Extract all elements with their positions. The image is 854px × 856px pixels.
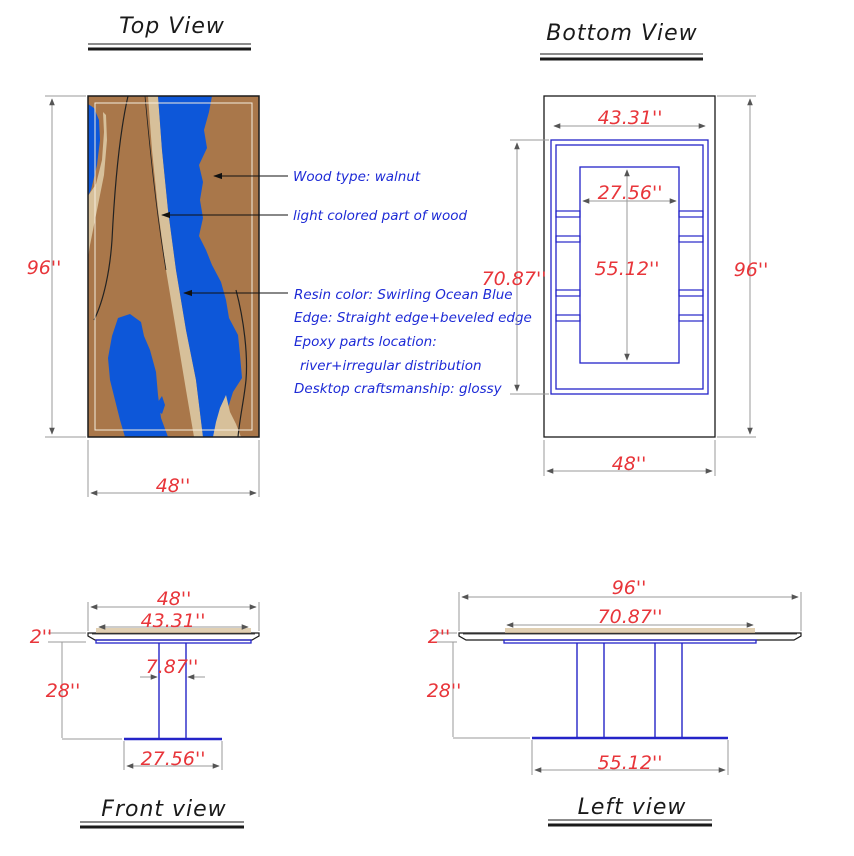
left-apron bbox=[503, 639, 757, 644]
light-wood-left-sliver bbox=[88, 112, 107, 258]
left-legs bbox=[576, 643, 683, 737]
front-view: 48'' 43.31'' 2'' 28'' 7.87'' 27.56'' bbox=[30, 588, 260, 770]
bottom-base-length-dim: 55.12'' bbox=[595, 258, 660, 280]
epoxy-location-value: river+irregular distribution bbox=[300, 358, 482, 374]
edge-note: Edge: Straight edge+beveled edge bbox=[294, 310, 532, 326]
bottom-view-width-dim: 48'' bbox=[612, 453, 647, 475]
light-wood-band bbox=[148, 96, 203, 437]
left-height-dim: 28'' bbox=[427, 680, 462, 702]
left-view: 96'' 70.87'' 2'' 28'' 55.12'' bbox=[427, 577, 802, 775]
front-base-width-dim: 27.56'' bbox=[141, 748, 206, 770]
front-tabletop bbox=[87, 632, 260, 641]
top-view-title-group: Top View bbox=[88, 14, 251, 51]
bottom-base-width-dim: 27.56'' bbox=[598, 182, 663, 204]
top-view: 96'' 48'' bbox=[27, 95, 260, 497]
bottom-view: 43.31'' 27.56'' 55.12'' 70.87'' 96'' 48'… bbox=[482, 95, 769, 476]
resin-color-note: Resin color: Swirling Ocean Blue bbox=[294, 287, 513, 303]
wood-type-note: Wood type: walnut bbox=[293, 169, 421, 185]
left-frame-length-dim: 70.87'' bbox=[598, 606, 663, 628]
front-height-dim: 28'' bbox=[46, 680, 81, 702]
resin-lower-pool bbox=[108, 314, 168, 437]
bottom-frame-width-dim: 43.31'' bbox=[598, 107, 663, 129]
front-frame-width-dim: 43.31'' bbox=[141, 610, 206, 632]
front-view-title: Front view bbox=[101, 797, 226, 822]
resin-fleck bbox=[158, 396, 165, 414]
top-view-length-dim: 96'' bbox=[27, 257, 62, 279]
light-wood-note: light colored part of wood bbox=[293, 208, 467, 224]
material-annotations: Wood type: walnut light colored part of … bbox=[161, 169, 532, 397]
top-view-width-dim: 48'' bbox=[156, 475, 191, 497]
light-wood-bottom-patch bbox=[213, 395, 241, 437]
resin-left-edge bbox=[88, 104, 100, 196]
bottom-frame-length-dim: 70.87'' bbox=[482, 268, 547, 290]
top-view-title: Top View bbox=[119, 14, 225, 39]
front-thickness-dim: 2'' bbox=[30, 626, 53, 648]
bottom-view-length-dim: 96'' bbox=[734, 259, 769, 281]
left-view-title: Left view bbox=[578, 795, 687, 820]
support-frame-inner bbox=[555, 144, 704, 390]
front-view-title-group: Front view bbox=[80, 797, 244, 829]
left-base-length-dim: 55.12'' bbox=[598, 752, 663, 774]
front-apron bbox=[95, 639, 252, 644]
left-view-length-dim: 96'' bbox=[612, 577, 647, 599]
resin-river bbox=[158, 96, 242, 437]
craftsmanship-note: Desktop craftsmanship: glossy bbox=[294, 381, 503, 397]
left-view-title-group: Left view bbox=[548, 795, 712, 827]
front-view-width-dim: 48'' bbox=[157, 588, 192, 610]
front-leg-spacing-dim: 7.87'' bbox=[146, 656, 199, 678]
bottom-view-title: Bottom View bbox=[546, 21, 697, 46]
left-tabletop bbox=[458, 632, 802, 641]
left-thickness-dim: 2'' bbox=[428, 626, 451, 648]
frame-crossbars bbox=[555, 210, 704, 322]
support-frame-outer bbox=[550, 139, 709, 395]
bottom-view-title-group: Bottom View bbox=[540, 21, 703, 61]
epoxy-location-label: Epoxy parts location: bbox=[294, 334, 437, 350]
